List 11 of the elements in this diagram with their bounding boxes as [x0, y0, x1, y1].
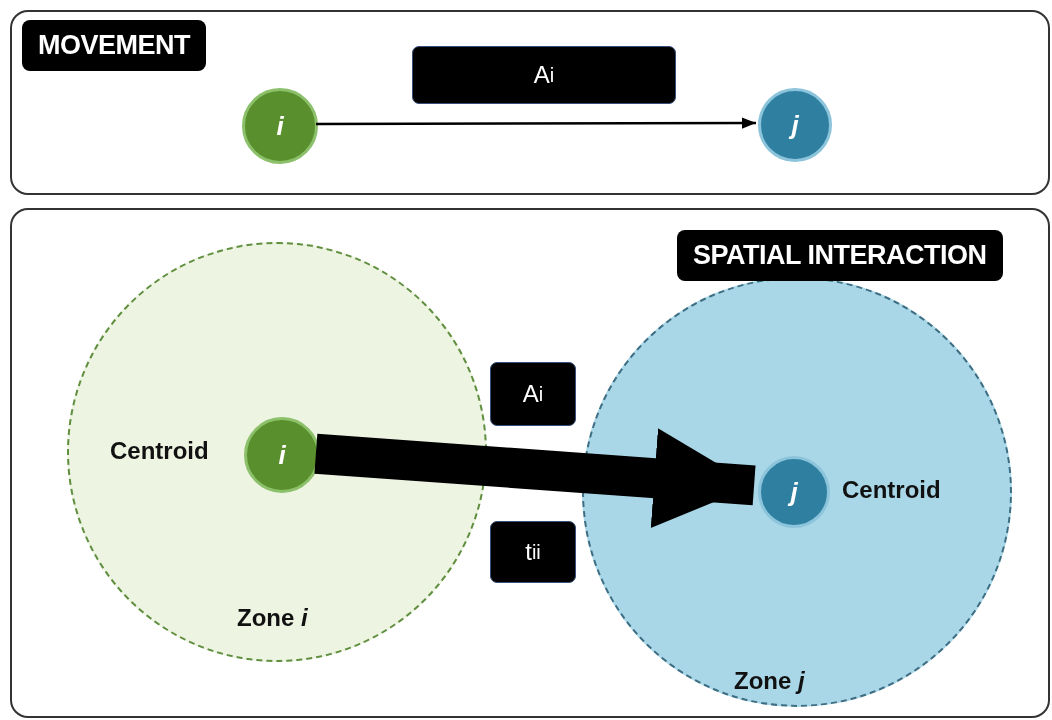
- zone-label: Zone i: [237, 604, 308, 632]
- title-badge: SPATIAL INTERACTION: [677, 230, 1003, 281]
- arrow: [316, 117, 756, 129]
- panel-frame: [10, 208, 1050, 718]
- thick-arrow: [314, 428, 756, 529]
- zone-label: Zone j: [734, 667, 805, 695]
- centroid-label: Centroid: [110, 437, 209, 465]
- node-letter: i: [276, 110, 284, 142]
- centroid-label: Centroid: [842, 476, 941, 504]
- title-badge: MOVEMENT: [22, 20, 206, 71]
- node-letter: i: [278, 439, 286, 471]
